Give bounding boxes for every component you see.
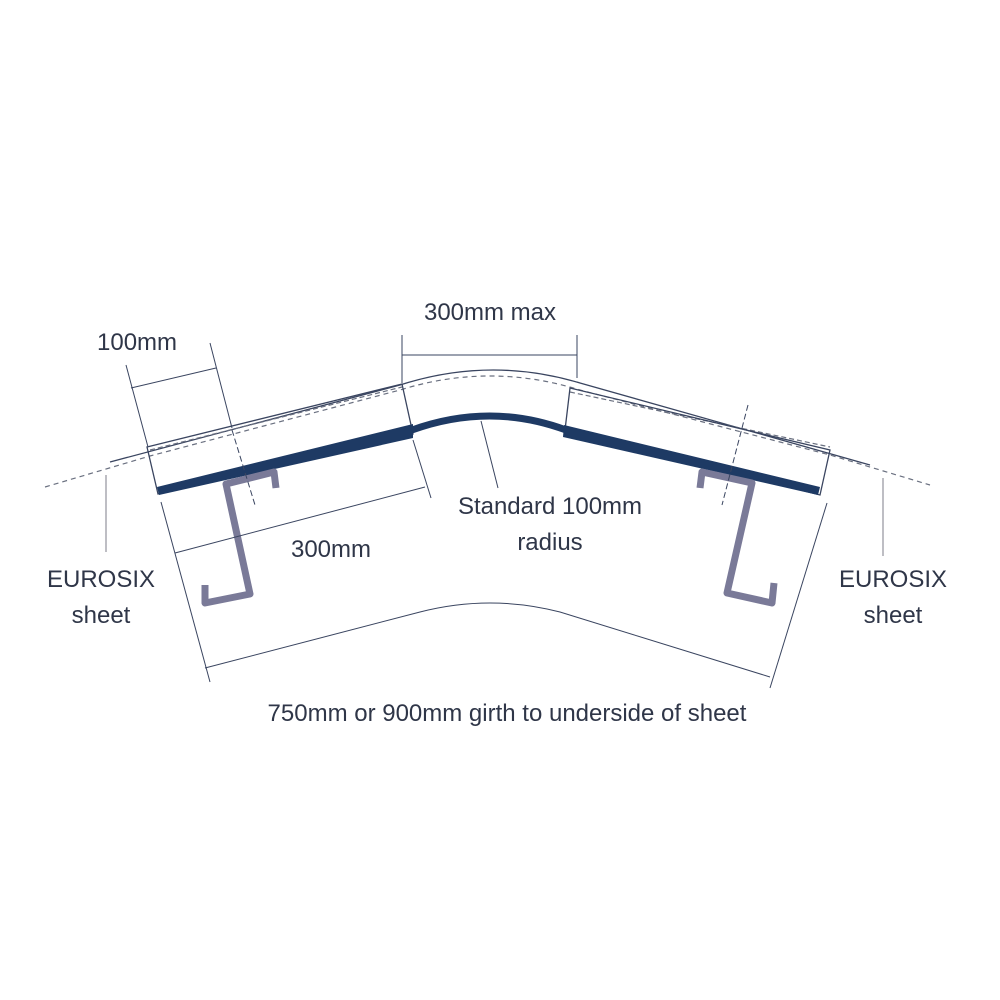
- dim-100-ext-right: [209, 342, 233, 429]
- max-straight-label: 300mm max: [424, 299, 556, 326]
- right-flashing-outline: [564, 387, 831, 496]
- right-sheet-label-line1: EUROSIX: [839, 566, 947, 593]
- right-purlin: [696, 468, 778, 607]
- radius-label-line2: radius: [517, 529, 582, 556]
- ridge-sheet-top-line: [109, 369, 871, 466]
- radius-leader: [480, 420, 499, 489]
- left-purlin: [201, 468, 280, 607]
- leg-label: 300mm: [291, 536, 371, 563]
- left-centerline: [231, 429, 256, 506]
- ridge-curve-flashing: [410, 412, 568, 434]
- radius-label-line1: Standard 100mm: [458, 493, 642, 520]
- right-sheet-label-line2: sheet: [864, 602, 923, 629]
- overlap-label: 100mm: [97, 329, 177, 356]
- girth-dim-curve: [204, 602, 771, 678]
- dim-100-ext-left: [125, 364, 149, 448]
- dim-300-ext-right: [412, 439, 432, 499]
- right-centerline: [721, 404, 749, 506]
- left-sheet-label-line1: EUROSIX: [47, 566, 155, 593]
- girth-ext-right: [769, 502, 828, 689]
- girth-label: 750mm or 900mm girth to underside of she…: [268, 700, 747, 727]
- left-sheet-label-line2: sheet: [72, 602, 131, 629]
- dim-300-line: [174, 486, 426, 554]
- dim-100-line: [130, 367, 217, 389]
- girth-ext-left: [160, 501, 211, 683]
- left-flashing-leg: [157, 424, 413, 495]
- right-flashing-leg: [563, 425, 820, 495]
- eurosix-sheet-dashed-line: [44, 375, 931, 488]
